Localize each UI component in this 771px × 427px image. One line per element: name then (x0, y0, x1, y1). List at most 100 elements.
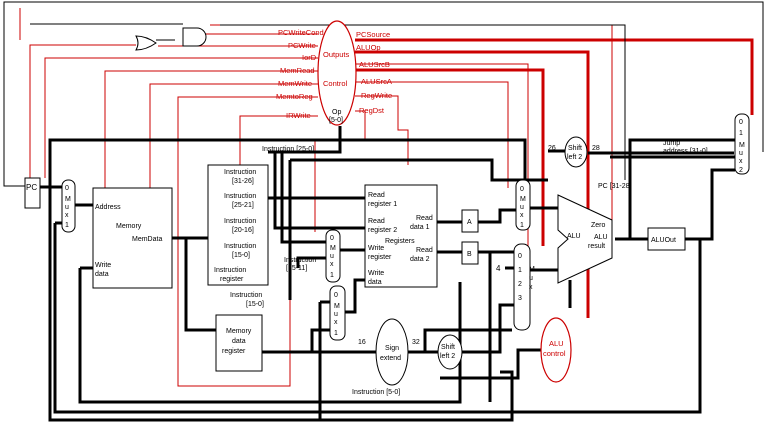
memory-data-register: Memory data register (215, 314, 263, 372)
svg-text:1: 1 (518, 267, 522, 274)
svg-text:u: u (330, 253, 334, 260)
svg-text:Write: Write (95, 262, 111, 269)
svg-text:x: x (330, 261, 334, 268)
instr-25-0-label: Instruction [25-0] (262, 146, 314, 153)
svg-text:Instruction: Instruction (224, 243, 256, 250)
aluop-label: ALUOp (356, 43, 381, 52)
svg-text:Instruction: Instruction (230, 292, 262, 299)
data-bus (40, 126, 735, 422)
svg-text:M: M (65, 196, 71, 203)
instruction-register: Instruction [31-26] Instruction [25-21] … (207, 164, 269, 286)
svg-text:Shift: Shift (568, 145, 582, 152)
svg-text:A: A (467, 219, 472, 226)
svg-text:x: x (739, 158, 743, 165)
svg-text:data: data (368, 279, 382, 286)
svg-text:B: B (467, 251, 472, 258)
svg-text:1: 1 (334, 330, 338, 337)
svg-text:data 2: data 2 (410, 256, 430, 263)
svg-text:Read: Read (368, 192, 385, 199)
svg-text:data 1: data 1 (410, 224, 430, 231)
svg-text:[15-11]: [15-11] (286, 265, 307, 272)
svg-text:0: 0 (518, 253, 522, 260)
pc-register: PC (24, 177, 41, 209)
svg-text:u: u (65, 204, 69, 211)
memory-address-label: Address (95, 204, 121, 211)
mux-pcsource: 0 1 M u x 2 (734, 113, 750, 175)
svg-text:Jump: Jump (663, 140, 680, 147)
svg-text:28: 28 (592, 145, 600, 152)
regdst-label: RegDst (359, 106, 385, 115)
svg-text:M: M (739, 142, 745, 149)
alu-control: ALU control (540, 317, 572, 383)
alusrcb-label: ALUSrcB (359, 60, 390, 69)
svg-text:x: x (334, 319, 338, 326)
svg-text:ALU: ALU (594, 234, 608, 241)
svg-text:extend: extend (380, 355, 401, 362)
svg-text:Instruction: Instruction (224, 169, 256, 176)
register-b: B (461, 241, 479, 265)
svg-text:address [31-0]: address [31-0] (663, 148, 708, 155)
memory-block: Address Memory MemData Write data (92, 187, 173, 289)
svg-text:Instruction: Instruction (224, 218, 256, 225)
svg-text:1: 1 (520, 222, 524, 229)
mux-memtoreg: 0 M u x 1 (329, 285, 346, 341)
svg-text:u: u (334, 311, 338, 318)
svg-text:Zero: Zero (591, 222, 606, 229)
iord-label: IorD (302, 53, 317, 62)
svg-text:[5-0]: [5-0] (329, 117, 343, 124)
svg-text:M: M (330, 245, 336, 252)
control-signal-labels: PCWriteCond PCWrite IorD MemRead MemWrit… (276, 28, 392, 120)
mux-regdst: 0 M u x 1 (325, 229, 341, 283)
svg-text:2: 2 (739, 167, 743, 174)
alusrca-label: ALUSrcA (361, 77, 392, 86)
memory-title: Memory (116, 223, 142, 230)
svg-text:control: control (543, 349, 566, 358)
svg-text:1: 1 (739, 130, 743, 137)
svg-text:0: 0 (739, 119, 743, 126)
svg-text:32: 32 (412, 339, 420, 346)
svg-text:Memory: Memory (226, 328, 252, 335)
svg-text:left 2: left 2 (440, 353, 455, 360)
svg-text:M: M (520, 196, 526, 203)
aluout-register: ALUOut (647, 227, 686, 251)
svg-text:register 2: register 2 (368, 227, 397, 234)
svg-text:Write: Write (368, 245, 384, 252)
svg-text:register 1: register 1 (368, 201, 397, 208)
svg-text:data: data (232, 338, 246, 345)
svg-text:0: 0 (65, 185, 69, 192)
svg-text:Write: Write (368, 270, 384, 277)
svg-text:0: 0 (334, 292, 338, 299)
svg-text:[15-0]: [15-0] (232, 252, 250, 259)
mux-alusrca: 0 M u x 1 (515, 179, 531, 231)
svg-text:1: 1 (65, 222, 69, 229)
wire-labels: Instruction [25-0] Instruction [15-11] I… (230, 140, 708, 396)
svg-text:M: M (529, 266, 535, 273)
svg-text:Shift: Shift (441, 344, 455, 351)
memdata-label: MemData (132, 236, 162, 243)
svg-text:0: 0 (520, 186, 524, 193)
sign-extend: Sign extend (375, 318, 409, 386)
mux-alusrcb: 0 1 2 3 M u x (513, 243, 535, 331)
svg-text:26: 26 (548, 145, 556, 152)
svg-text:[25-21]: [25-21] (232, 202, 254, 209)
svg-text:u: u (739, 150, 743, 157)
svg-text:Registers: Registers (385, 238, 415, 245)
svg-text:2: 2 (518, 281, 522, 288)
svg-text:3: 3 (518, 295, 522, 302)
svg-text:Read: Read (416, 215, 433, 222)
data-wires (3, 1, 764, 187)
memtoreg-label: MemtoReg (276, 92, 313, 101)
svg-text:u: u (529, 275, 533, 282)
svg-text:Instruction: Instruction (214, 267, 246, 274)
svg-text:Op: Op (332, 109, 341, 116)
mux-iord: 0 M u x 1 (61, 179, 76, 233)
svg-text:0: 0 (330, 235, 334, 242)
svg-text:x: x (520, 212, 524, 219)
svg-text:16: 16 (358, 339, 366, 346)
control-unit: Outputs Control Op [5-0] (317, 20, 357, 126)
svg-text:Read: Read (368, 218, 385, 225)
svg-text:Control: Control (323, 79, 348, 88)
regwrite-label: RegWrite (361, 91, 392, 100)
